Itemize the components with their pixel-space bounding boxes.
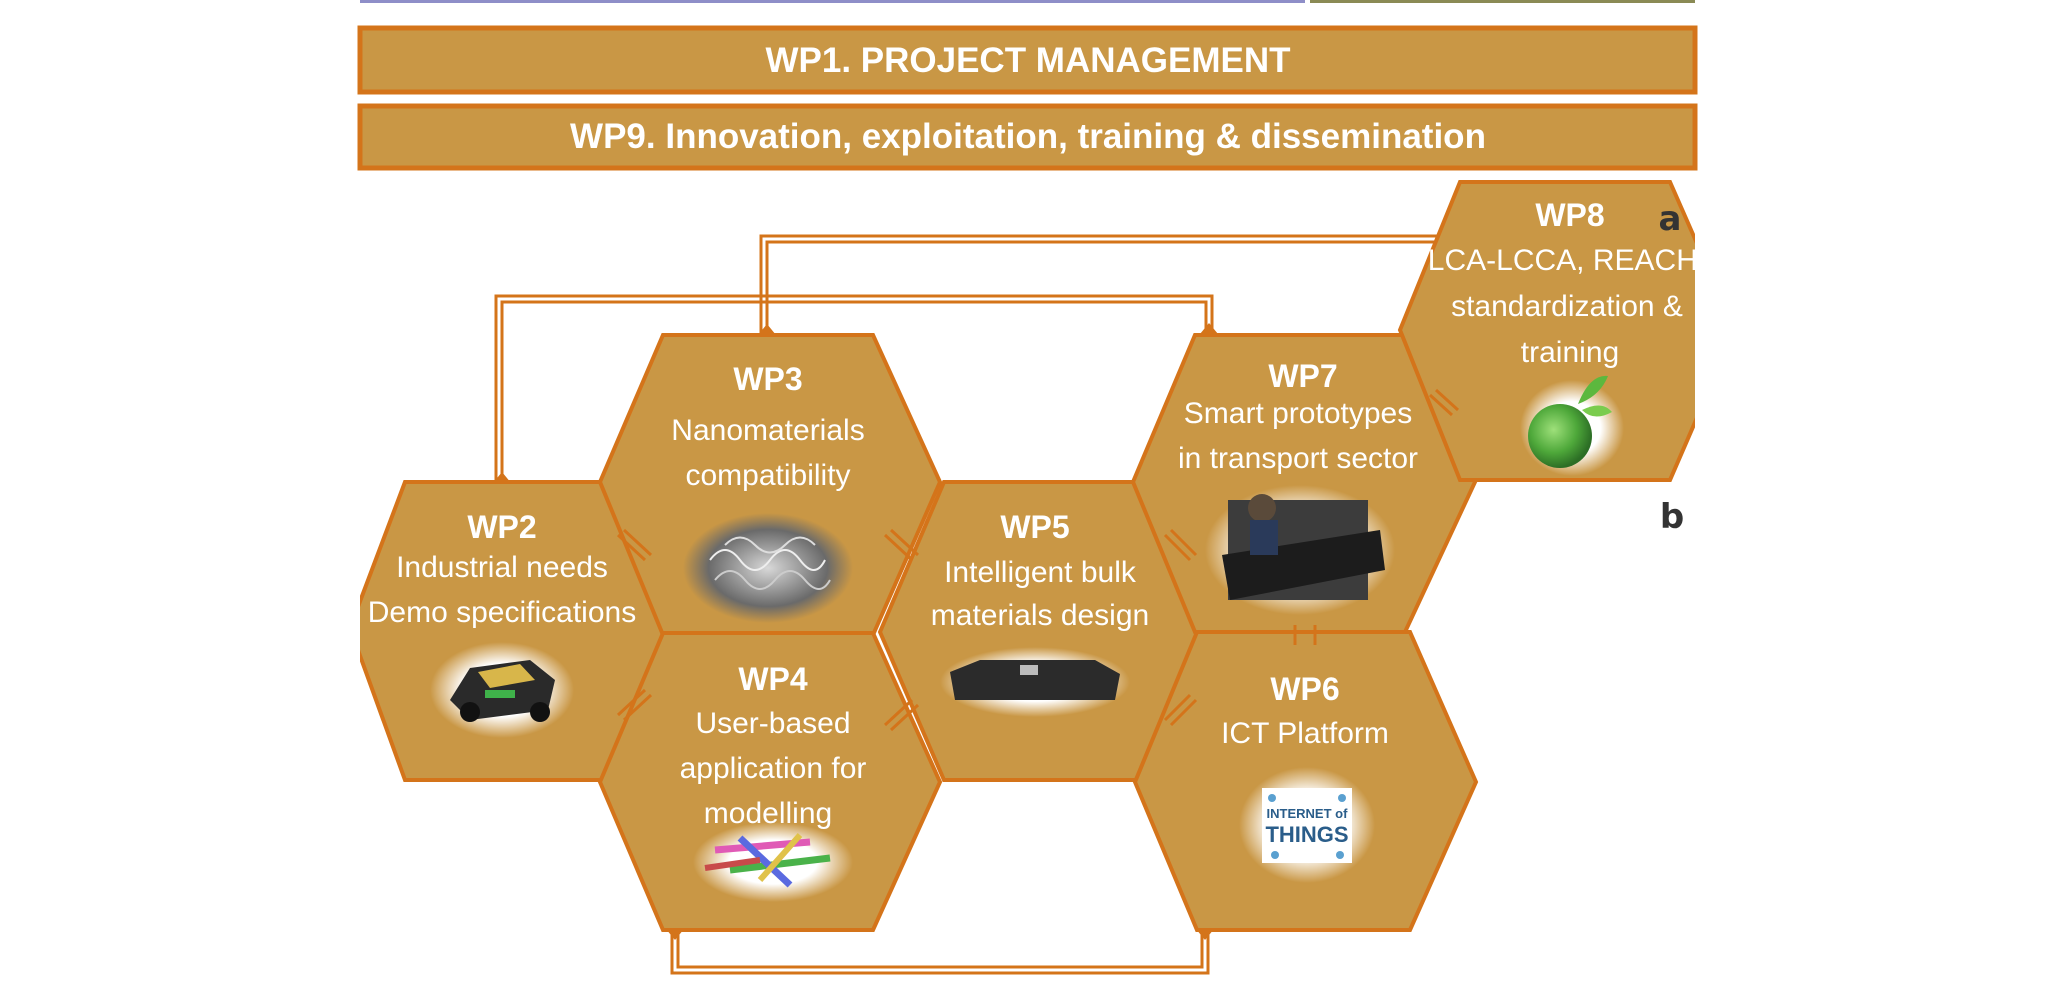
wp6-line-1: ICT Platform: [1221, 717, 1389, 750]
banner-wp1: WP1. PROJECT MANAGEMENT: [357, 25, 1698, 95]
workshop-prototype-photo-icon: [1205, 485, 1395, 615]
connector-wp3-wp8-inner: [759, 234, 1442, 333]
iot-line-1: INTERNET of: [1267, 806, 1349, 821]
hexagon-wp3: WP3 Nanomaterials compatibility: [597, 333, 943, 637]
green-earth-globe-icon: [1520, 375, 1624, 476]
panel-label-b: b: [1660, 497, 1684, 537]
interface-arrows: [616, 388, 1460, 732]
wp2-title: WP2: [467, 509, 536, 545]
banner-wp9-text: WP9. Innovation, exploitation, training …: [570, 117, 1486, 156]
wp3-line-2: compatibility: [685, 459, 850, 492]
arrow-wp7-wp8: [1428, 388, 1460, 417]
wp8-line-2: standardization &: [1451, 290, 1683, 323]
arrow-wp7-wp6: [1293, 625, 1317, 645]
wp4-line-1: User-based: [695, 707, 850, 740]
hexagon-wp8: WP8 LCA-LCCA, REACH, standardization & t…: [1397, 180, 1706, 482]
hexagon-wp6: WP6 ICT Platform INTERNET of THINGS: [1132, 630, 1479, 932]
arrow-wp2-wp4: [616, 688, 653, 722]
connector-wp4-wp6-inner: [676, 928, 1204, 969]
wp5-line-2: materials design: [931, 599, 1149, 632]
wp4-line-2: application for: [680, 752, 867, 785]
banner-wp1-text: WP1. PROJECT MANAGEMENT: [765, 41, 1290, 80]
internet-of-things-graphic-icon: INTERNET of THINGS: [1239, 767, 1375, 883]
connector-wp4-wp6: [670, 928, 1210, 975]
wp7-line-2: in transport sector: [1178, 442, 1418, 475]
wp4-title: WP4: [738, 661, 808, 697]
wp6-title: WP6: [1270, 671, 1339, 707]
wp3-title: WP3: [733, 361, 802, 397]
wp8-title: WP8: [1535, 197, 1604, 233]
wp3-line-1: Nanomaterials: [671, 414, 864, 447]
hexagon-wp7: WP7 Smart prototypes in transport sector: [1130, 333, 1478, 634]
nanomaterial-micrograph-icon: [683, 513, 853, 623]
connector-wp2-wp7: [500, 300, 1208, 481]
connector-wp3-wp8: [765, 240, 1442, 333]
hexagon-wp5: WP5 Intelligent bulk materials design: [877, 480, 1216, 782]
top-strip: [360, 0, 1695, 3]
racing-car-photo-icon: [430, 642, 574, 738]
wp8-line-1: LCA-LCCA, REACH,: [1428, 244, 1706, 277]
hexagon-wp2: WP2 Industrial needs Demo specifications: [360, 480, 668, 782]
banner-wp9: WP9. Innovation, exploitation, training …: [357, 103, 1698, 171]
arrow-wp4-wp5: [883, 698, 920, 732]
hexagon-wp4: WP4 User-based application for modelling: [597, 631, 943, 932]
wp2-line-2: Demo specifications: [368, 596, 636, 629]
wp5-line-1: Intelligent bulk: [944, 556, 1137, 589]
wp7-line-1: Smart prototypes: [1184, 397, 1412, 430]
iot-line-2: THINGS: [1265, 822, 1348, 847]
wp8-line-3: training: [1521, 336, 1619, 369]
bulk-material-part-photo-icon: [940, 647, 1130, 717]
wp5-title: WP5: [1000, 509, 1069, 545]
molecular-model-render-icon: [693, 822, 853, 902]
hexagon-group: WP2 Industrial needs Demo specifications…: [360, 180, 1706, 932]
arrow-wp5-wp7: [1163, 528, 1198, 562]
connector-lines: [494, 234, 1442, 975]
arrow-wp3-wp5: [883, 528, 920, 562]
arrow-wp2-wp3: [616, 528, 653, 562]
connector-wp2-wp7-inner: [494, 294, 1214, 481]
wp2-line-1: Industrial needs: [396, 551, 608, 584]
panel-label-a: a: [1659, 199, 1682, 239]
wp7-title: WP7: [1268, 358, 1337, 394]
arrow-wp5-wp6: [1163, 693, 1198, 727]
